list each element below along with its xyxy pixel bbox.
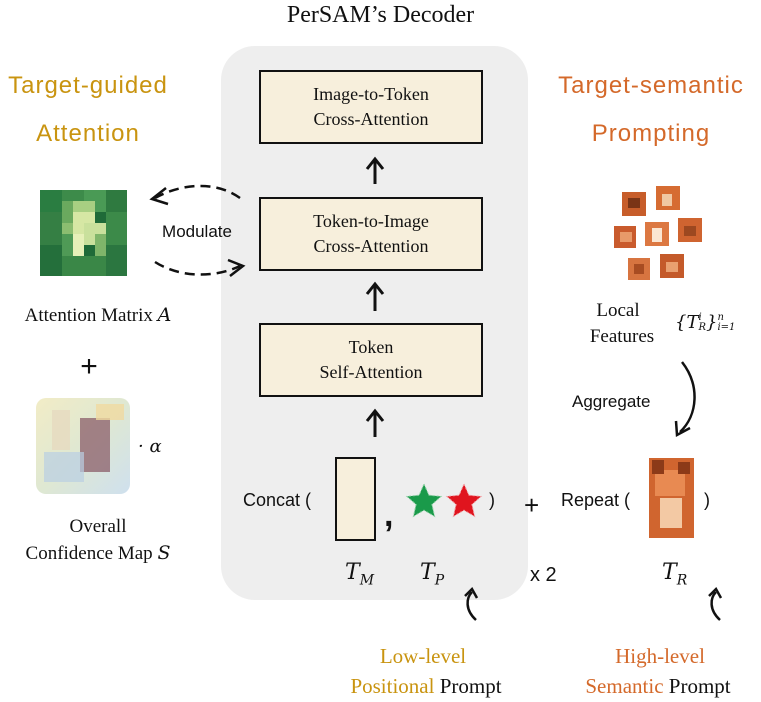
- target-feature-image: [649, 458, 694, 538]
- local-features-image: [614, 186, 702, 280]
- block-label-line1: Token: [348, 337, 394, 357]
- high-level-word: High-level: [615, 644, 705, 668]
- confidence-symbol: S: [157, 542, 171, 564]
- target-guided-heading-line2: Attention: [36, 120, 140, 147]
- modulate-top-dashed-arrow: [154, 184, 241, 200]
- tp-symbol: TP: [420, 560, 444, 588]
- image-to-token-cross-attention-block: Image-to-Token Cross-Attention: [259, 70, 483, 144]
- tr-symbol: TR: [662, 560, 687, 588]
- tp-subscript: P: [434, 572, 445, 589]
- aggregate-label: Aggregate: [572, 392, 651, 411]
- set-base: {T: [675, 312, 699, 333]
- confidence-text: Confidence Map: [25, 543, 153, 564]
- confidence-map-image: [36, 398, 130, 494]
- low-level-word: Low-level: [379, 644, 467, 668]
- semantic-prompt-arrow: [710, 591, 721, 621]
- set-sup: i: [698, 312, 702, 323]
- tr-subscript: R: [676, 572, 688, 589]
- token-self-attention-block: Token Self-Attention: [259, 323, 483, 397]
- concat-label: Concat (: [243, 490, 312, 510]
- up-arrow: [365, 408, 385, 437]
- block-label-line2: Self-Attention: [319, 362, 423, 382]
- target-semantic-heading-line1: Target-semantic: [558, 72, 744, 99]
- red-star-icon: [445, 482, 483, 518]
- prompt-word: Prompt: [668, 674, 731, 698]
- mask-token-rect: [335, 457, 376, 541]
- up-arrow: [365, 281, 385, 311]
- modulate-label: Modulate: [162, 222, 232, 241]
- token-to-image-cross-attention-block: Token-to-Image Cross-Attention: [259, 197, 483, 271]
- green-star-icon: [405, 482, 443, 518]
- confidence-label-line2: Confidence Map S: [0, 542, 196, 565]
- target-guided-heading-line1: Target-guided: [8, 72, 168, 99]
- tm-subscript: M: [359, 572, 375, 589]
- local-features-line1: Local: [596, 300, 640, 321]
- tm-symbol: TM: [345, 560, 374, 588]
- block-label-line2: Cross-Attention: [313, 109, 429, 129]
- repeat-close-paren: ): [704, 490, 710, 510]
- block-label-line1: Image-to-Token: [313, 84, 429, 104]
- set-sub: R: [698, 322, 706, 333]
- prompt-word: Prompt: [439, 674, 502, 698]
- alpha-weight: · α: [138, 436, 162, 457]
- block-label-line2: Cross-Attention: [313, 236, 429, 256]
- set-range-sup: n: [717, 312, 724, 323]
- positional-word: Positional: [350, 674, 435, 698]
- target-semantic-heading-line2: Prompting: [591, 120, 711, 147]
- aggregate-curved-arrow: [679, 361, 696, 433]
- block-label-line1: Token-to-Image: [313, 211, 429, 231]
- concat-close-paren: ): [489, 490, 495, 510]
- attention-matrix-text: Attention Matrix: [24, 305, 153, 326]
- up-arrow: [365, 156, 385, 184]
- tr-base: T: [662, 560, 677, 585]
- attention-matrix-label: Attention Matrix A: [0, 304, 196, 327]
- plus-sign: +: [80, 350, 98, 383]
- modulate-bottom-dashed-arrow: [154, 260, 241, 276]
- positional-prompt-label: Positional Prompt: [316, 674, 536, 699]
- semantic-word: Semantic: [585, 674, 664, 698]
- semantic-prompt-label: Semantic Prompt: [558, 674, 758, 699]
- tp-base: T: [420, 560, 435, 585]
- set-close: }: [706, 312, 718, 333]
- confidence-label-line1: Overall: [69, 516, 127, 537]
- attention-matrix-symbol: A: [157, 304, 172, 326]
- set-range-sub: i=1: [717, 322, 736, 333]
- plus-sign: +: [524, 490, 540, 520]
- tm-base: T: [345, 560, 360, 585]
- high-level-label: High-level: [570, 644, 750, 669]
- diagram-title: PerSAM’s Decoder: [286, 2, 475, 28]
- local-features-line2: Features: [589, 326, 655, 347]
- repeat-label: Repeat (: [561, 490, 631, 510]
- low-level-label: Low-level: [328, 644, 518, 669]
- comma: ,: [384, 496, 394, 534]
- positional-prompt-arrow: [466, 591, 477, 621]
- attention-matrix-image: [40, 190, 127, 276]
- repeat-count: x 2: [530, 564, 557, 586]
